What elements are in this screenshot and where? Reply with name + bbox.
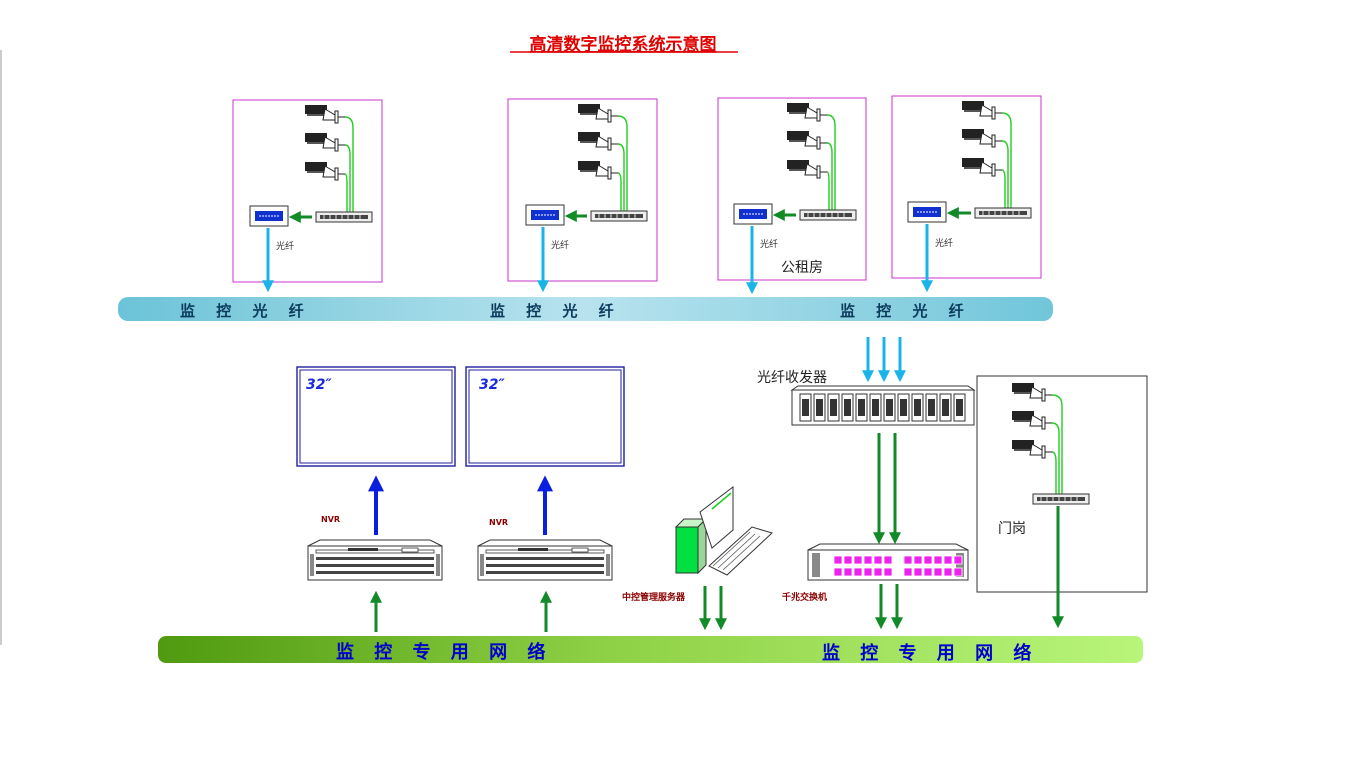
switch-port [913,567,923,577]
network-bus [158,636,1143,663]
switch-port [903,555,913,565]
transceiver-slot-module [844,399,851,416]
nvr-label: NVR [489,518,508,527]
gate-site: 门岗 [976,375,1148,629]
nvr-device [477,539,613,581]
camera-cable [617,143,625,211]
switch-port [833,567,843,577]
monitor-size: 32″ [306,377,332,393]
switch-port [903,567,913,577]
transceiver-slot-module [914,399,921,416]
network-bus-label: 监 控 专 用 网 络 [822,642,1031,664]
nvr-device [307,539,443,581]
network-bus-label: 监 控 专 用 网 络 [336,641,545,663]
camera-cable [826,114,836,210]
switch-port [863,555,873,565]
fiber-bus-label: 监 控 光 纤 [840,302,964,320]
switch-port [873,555,883,565]
switch-port [863,567,873,577]
transceiver-slot-module [872,399,879,416]
fiber-module-icon [249,205,289,227]
switch-port [843,567,853,577]
transceiver-slot-module [816,399,823,416]
fiber-module-icon [733,203,773,225]
switch-port [953,555,963,565]
server-label: 中控管理服务器 [622,591,686,603]
monitor-2: 32″ [465,366,625,467]
camera-cable [344,116,354,212]
transceiver-slot-module [886,399,893,416]
site-1: 光纤 [232,99,383,293]
transceiver-slot-module [942,399,949,416]
fiber-label: 光纤 [276,240,294,252]
switch-label: 千兆交换机 [782,591,827,603]
poe-switch-icon [974,207,1032,219]
poe-switch-icon [315,211,373,223]
switch-port [933,567,943,577]
diagram-title: 高清数字监控系统示意图 [530,34,717,55]
camera-cable [1051,394,1063,494]
nvr-label: NVR [321,515,340,524]
poe-switch-icon [799,209,857,221]
switch-port [883,567,893,577]
fiber-module-icon [907,201,947,223]
place-label: 公租房 [781,260,823,276]
switch-port [853,555,863,565]
camera-cable [826,171,830,210]
poe-switch-icon [590,210,648,222]
camera-cable [1051,422,1060,494]
switch-port [943,555,953,565]
fiber-bus [118,297,1053,321]
transceiver-slot-module [900,399,907,416]
site-frame [717,97,867,281]
fiber-label: 光纤 [551,239,569,251]
switch-port [933,555,943,565]
switch-port [923,555,933,565]
switch-port [833,555,843,565]
transceiver-label: 光纤收发器 [757,370,827,386]
site-frame [507,98,658,282]
monitor-cable [711,492,732,510]
camera-cable [1051,451,1057,494]
site-4: 光纤 [891,95,1042,293]
camera-cable [826,142,833,210]
switch-port [943,567,953,577]
fiber-module-icon [525,204,565,226]
fiber-transceiver-chassis [790,385,976,426]
transceiver-slot-module [830,399,837,416]
switch-port [873,567,883,577]
fiber-bus-label: 监 控 光 纤 [180,302,304,320]
camera-cable [1001,169,1006,208]
switch-port [953,567,963,577]
transceiver-slot-module [928,399,935,416]
fiber-label: 光纤 [760,238,778,250]
transceiver-slot-module [956,399,963,416]
switch-port [843,555,853,565]
site-frame [232,99,383,283]
poe-switch-icon [1032,493,1090,505]
gate-label: 门岗 [998,521,1026,537]
camera-cable [344,144,351,212]
switch-port [923,567,933,577]
switch-port [913,555,923,565]
switch-port [883,555,893,565]
camera-cable [617,115,628,211]
fiber-bus-label: 监 控 光 纤 [490,302,614,320]
site-2: 光纤 [507,98,658,293]
transceiver-slot-module [802,399,809,416]
camera-cable [1001,140,1009,208]
monitor-1: 32″ [296,366,456,467]
site-frame [891,95,1042,279]
camera-cable [617,172,622,211]
transceiver-slot-module [858,399,865,416]
fiber-label: 光纤 [935,237,953,249]
management-server [674,485,773,576]
gigabit-switch [807,543,969,581]
monitor-size: 32″ [479,377,505,393]
camera-cable [344,173,348,212]
site-3: 光纤 公租房 [717,97,867,295]
camera-cable [1001,112,1012,208]
switch-port [853,567,863,577]
